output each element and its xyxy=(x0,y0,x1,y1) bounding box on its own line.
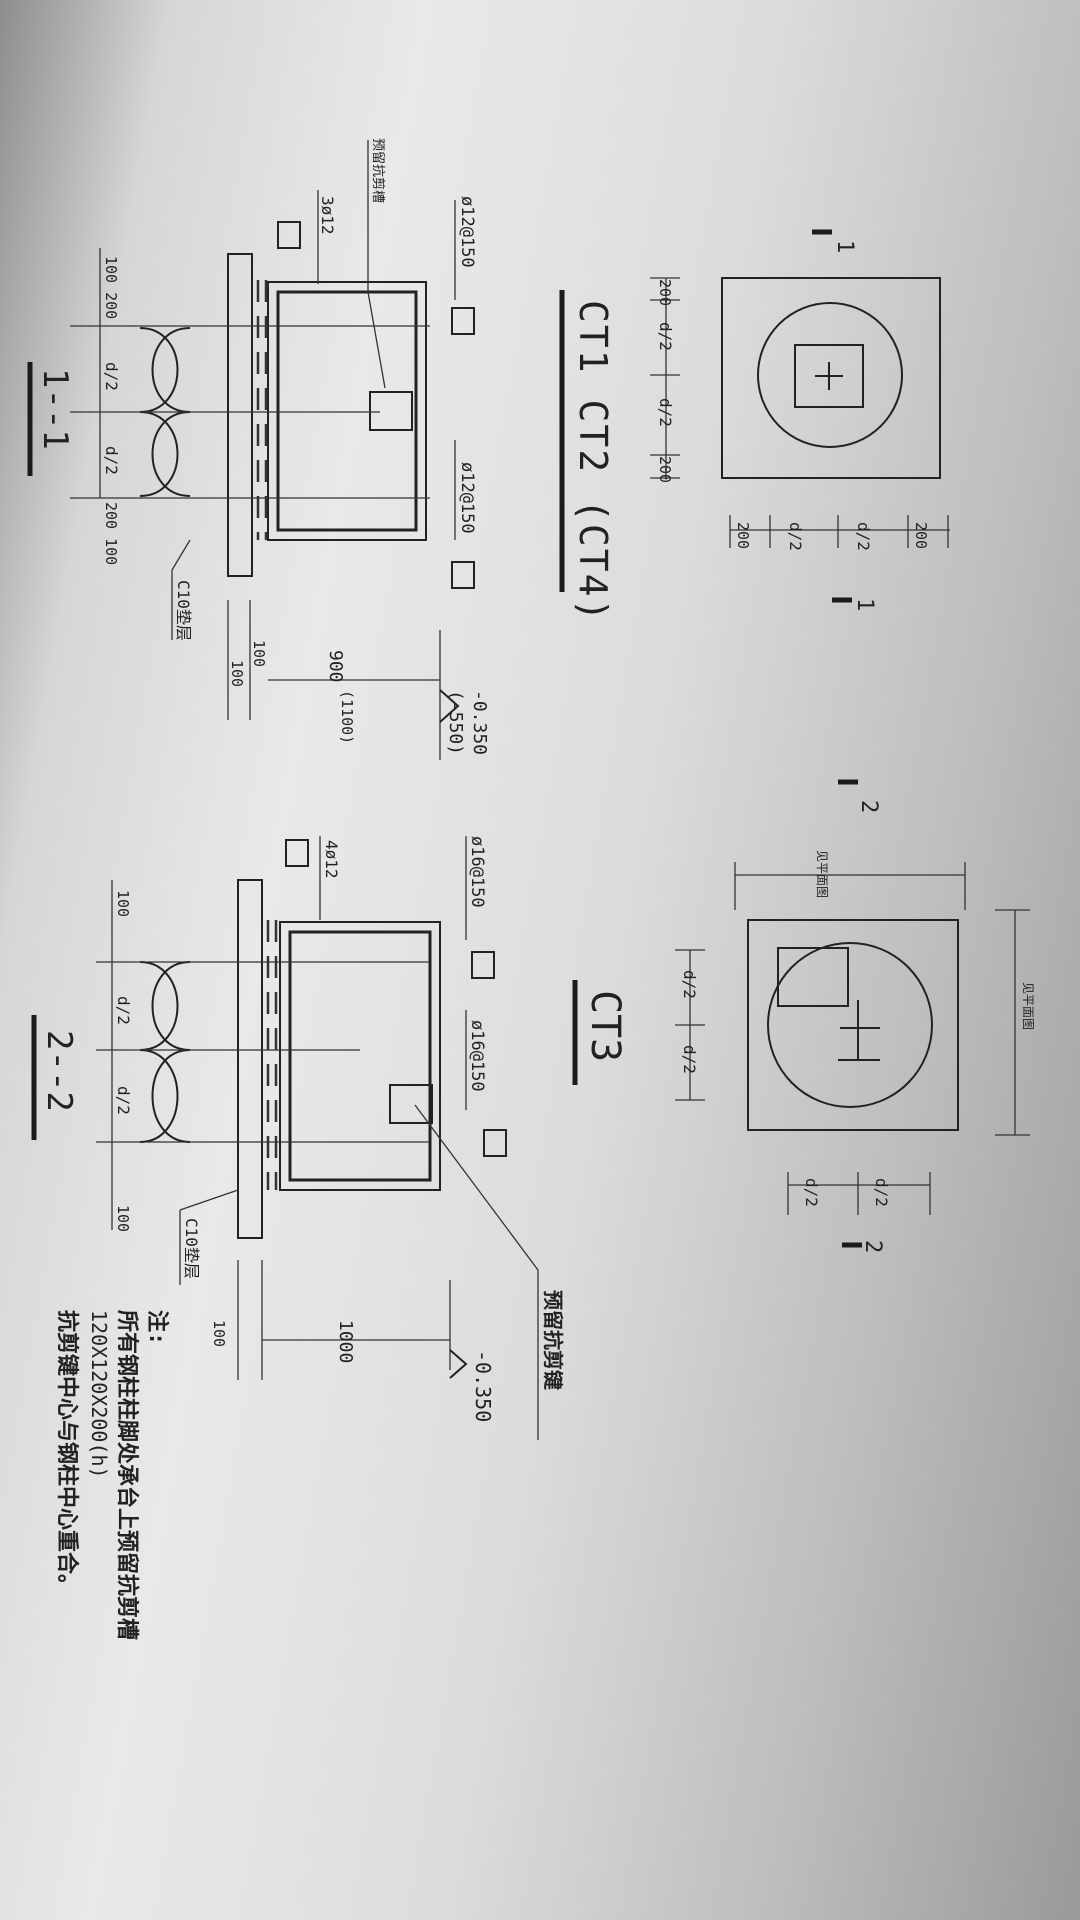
cut-mark-1-top: 1 xyxy=(832,240,857,253)
ct3-side-label-top: 见平面图 xyxy=(815,850,829,898)
section-1-1: 100 200 d/2 d/2 200 100 1--1 ø12@150 ø12… xyxy=(27,138,490,760)
dim-s1-d2b: d/2 xyxy=(102,446,121,475)
plan-ct3: 见平面图 见平面图 d/2 d/2 d/2 d/2 2 2 xyxy=(675,779,1035,1253)
dim-ct1-v-200a: 200 xyxy=(656,279,674,306)
notes-line-1: 所有钢柱柱脚处承台上预留抗剪槽 xyxy=(114,1310,140,1640)
dim-s2-d2b: d/2 xyxy=(114,1086,133,1115)
s1-stirrup: 3ø12 xyxy=(318,196,337,235)
cut-mark-2-top: 2 xyxy=(856,800,881,813)
notes-line-3: 抗剪键中心与钢柱中心重合。 xyxy=(54,1310,80,1596)
s2-rebar-top: ø16@150 xyxy=(467,836,487,908)
dim-s2-d2a: d/2 xyxy=(114,996,133,1025)
cut-mark-1-bottom: 1 xyxy=(852,598,877,611)
dim-s2-100b: 100 xyxy=(114,1205,132,1232)
ct3-dim-v-d2b: d/2 xyxy=(680,1045,699,1074)
cut-mark-2-bottom: 2 xyxy=(860,1240,885,1253)
s1-rebar-bottom: ø12@150 xyxy=(457,462,477,534)
plan-ct1: 1 1 200 d/2 d/2 200 200 d/2 d/2 200 xyxy=(650,229,950,611)
s2-cushion: C10垫层 xyxy=(182,1218,201,1279)
notes-heading: 注: xyxy=(144,1310,170,1345)
ct3-dim-v-d2a: d/2 xyxy=(680,970,699,999)
s1-elev-b: -0.350 xyxy=(469,690,490,755)
ct3-dim-h-d2b: d/2 xyxy=(872,1178,891,1207)
dim-s2-100a: 100 xyxy=(114,890,132,917)
section-2-2-label: 2--2 xyxy=(39,1030,79,1112)
ct3-side-label-right: 见平面图 xyxy=(1021,982,1035,1030)
dim-s1-200-100: 200 100 xyxy=(102,502,120,565)
dim-ct1-h-200b: 200 xyxy=(912,522,930,549)
s2-stirrup: 4ø12 xyxy=(322,840,341,879)
dim-s1-d2a: d/2 xyxy=(102,362,121,391)
dim-ct1-v-200b: 200 xyxy=(656,456,674,483)
notes-line-2: 120X120X200(h) xyxy=(87,1310,111,1479)
s1-dim-900: 900 xyxy=(325,650,346,683)
s1-shear-key-label: 预留抗剪槽 xyxy=(370,138,386,203)
dim-ct1-h-d2b: d/2 xyxy=(854,522,873,551)
s1-cushion: C10垫层 xyxy=(174,580,193,641)
s1-rebar-top: ø12@150 xyxy=(457,196,477,268)
title-ct1-ct2-ct4: CT1 CT2 (CT4) xyxy=(571,300,615,623)
title-ct3: CT3 xyxy=(582,990,628,1062)
s1-dim-100b: 100 xyxy=(228,660,246,687)
s2-dim-1000: 1000 xyxy=(335,1320,356,1363)
ct3-dim-h-d2a: d/2 xyxy=(802,1178,821,1207)
s1-dim-1100: (1100) xyxy=(338,690,356,744)
dim-ct1-h-200a: 200 xyxy=(734,522,752,549)
s2-rebar-bottom: ø16@150 xyxy=(467,1020,487,1092)
notes-block: 注: 所有钢柱柱脚处承台上预留抗剪槽 120X120X200(h) 抗剪键中心与… xyxy=(54,1310,170,1640)
dim-ct1-h-d2a: d/2 xyxy=(786,522,805,551)
s2-dim-100: 100 xyxy=(210,1320,228,1347)
s1-elev-a: (-550) xyxy=(445,690,466,755)
s1-dim-100a: 100 xyxy=(250,640,268,667)
s2-elev: -0.350 xyxy=(471,1350,495,1422)
s2-shear-key-label: 预留抗剪键 xyxy=(541,1290,565,1390)
section-1-1-label: 1--1 xyxy=(35,368,75,450)
dim-s1-100-200: 100 200 xyxy=(102,256,120,319)
dim-ct1-v-d2b: d/2 xyxy=(656,398,675,427)
section-2-2: 100 d/2 d/2 100 2--2 ø16@150 ø16@150 4ø1… xyxy=(31,836,565,1440)
dim-ct1-v-d2a: d/2 xyxy=(656,322,675,351)
